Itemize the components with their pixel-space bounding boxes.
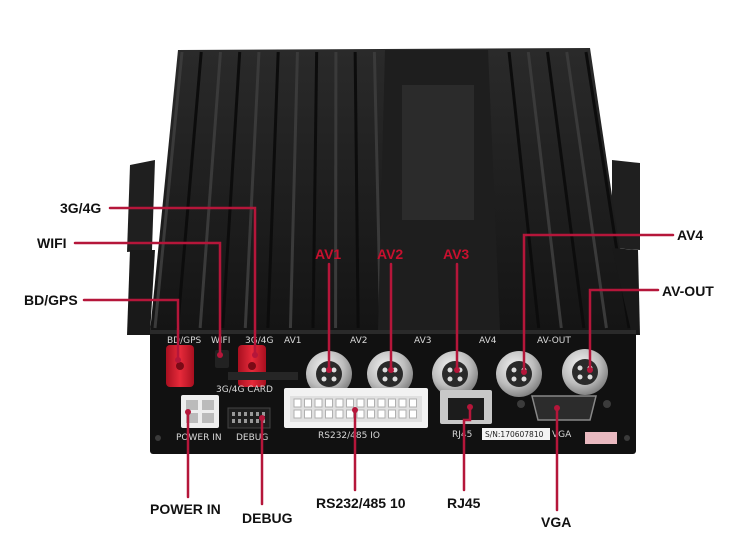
callout-line-wifi (73, 241, 222, 357)
callout-rs232: RS232/485 10 (316, 495, 406, 511)
connector-pin (248, 362, 256, 370)
panel-label-card: 3G/4G CARD (216, 385, 273, 395)
callout-powerin: POWER IN (150, 501, 221, 517)
callout-rj45: RJ45 (447, 495, 481, 511)
callout-av4: AV4 (677, 227, 703, 243)
panel-label-av3: AV3 (414, 336, 431, 346)
callout-line-rj45 (462, 405, 472, 492)
vga-screw (603, 400, 611, 408)
callout-line-bdgps (82, 298, 180, 362)
callout-avout: AV-OUT (662, 283, 714, 299)
callout-3g4g: 3G/4G (60, 200, 101, 216)
left-mount-flange (127, 160, 155, 252)
right-mount-flange (612, 160, 640, 250)
connector-pin (176, 362, 184, 370)
serial-sticker (482, 428, 550, 440)
panel-label-avout: AV-OUT (537, 336, 571, 346)
callout-line-avout (588, 288, 660, 372)
left-side (127, 250, 155, 335)
panel-label-rs232: RS232/485 IO (318, 431, 380, 441)
qc-sticker (585, 432, 617, 444)
callout-wifi: WIFI (37, 235, 67, 251)
callout-line-av4 (522, 233, 675, 374)
sim-card-slot[interactable] (228, 372, 298, 380)
av3-connector[interactable] (432, 351, 478, 397)
panel-label-debug: DEBUG (236, 433, 268, 443)
callout-dots (175, 352, 593, 421)
callout-lines (73, 206, 675, 512)
panel-label-av1: AV1 (284, 336, 301, 346)
av2-label: AV2 (377, 246, 403, 262)
right-side (612, 248, 640, 335)
callout-vga: VGA (541, 514, 571, 530)
serial-number: S/N:170607810 (485, 430, 544, 439)
av1-connector[interactable] (306, 351, 352, 397)
callout-bdgps: BD/GPS (24, 292, 78, 308)
callout-debug: DEBUG (242, 510, 293, 526)
panel-label-av2: AV2 (350, 336, 367, 346)
panel-label-av4: AV4 (479, 336, 497, 346)
panel-label-vga: VGA (552, 430, 572, 440)
io-pins (293, 398, 417, 419)
debug-pins (232, 412, 265, 423)
callout-line-3g4g (108, 206, 257, 357)
panel-label-rj45: RJ45 (452, 430, 472, 440)
avout-connector[interactable] (562, 349, 608, 395)
vga-screw (517, 400, 525, 408)
av4-connector[interactable] (496, 351, 542, 397)
wifi-port[interactable] (215, 350, 229, 368)
heat-sink-fins (153, 51, 631, 329)
av1-label: AV1 (315, 246, 341, 262)
front-panel-edge (150, 330, 636, 334)
panel-label-3g4g: 3G/4G (245, 336, 273, 346)
av2-connector[interactable] (367, 351, 413, 397)
av3-label: AV3 (443, 246, 469, 262)
panel-label-bdgps: BD/GPS (167, 336, 202, 346)
panel-screw (155, 435, 161, 441)
vga-port[interactable] (531, 395, 597, 421)
label-recess (402, 85, 474, 220)
panel-screw (624, 435, 630, 441)
panel-label-powerin: POWER IN (176, 433, 222, 443)
